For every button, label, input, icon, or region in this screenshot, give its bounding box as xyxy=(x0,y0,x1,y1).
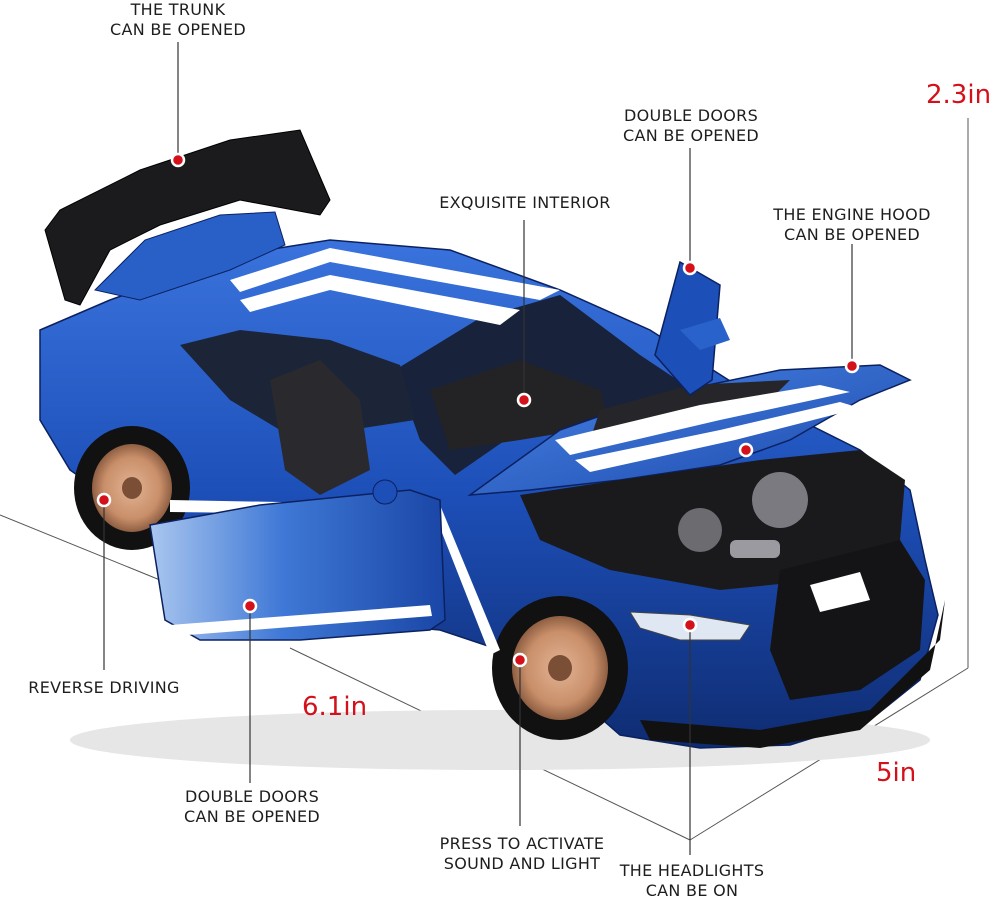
callout-trunk-line2: CAN BE OPENED xyxy=(110,20,246,39)
marker-dots xyxy=(96,152,860,668)
door-bottom-dot xyxy=(242,598,258,614)
nose-stripe xyxy=(810,572,870,612)
reverse-dot xyxy=(96,492,112,508)
dimension-width: 5in xyxy=(876,758,917,788)
rear-spoiler xyxy=(44,129,331,306)
trunk-lid xyxy=(94,211,286,301)
front-splitter xyxy=(640,600,945,748)
callout-reverse-line1: REVERSE DRIVING xyxy=(28,678,180,697)
front-grille xyxy=(770,540,925,700)
hood-stripes xyxy=(555,385,860,472)
dimension-length: 6.1in xyxy=(302,692,368,722)
callout-engine-hood: THE ENGINE HOOD CAN BE OPENED xyxy=(762,205,942,245)
callout-headlights-line1: THE HEADLIGHTS xyxy=(619,861,765,880)
dimension-height: 2.3in xyxy=(926,80,992,110)
sound-dot xyxy=(512,652,528,668)
roof-stripes xyxy=(230,248,560,325)
callout-double-doors-top: DOUBLE DOORS CAN BE OPENED xyxy=(612,106,770,146)
callout-trunk-line1: THE TRUNK xyxy=(130,0,226,19)
callout-double-doors-top-line1: DOUBLE DOORS xyxy=(623,106,759,125)
trunk-dot xyxy=(170,152,186,168)
front-wheel xyxy=(492,596,628,740)
headlight-dot xyxy=(682,617,698,633)
callout-headlights-line2: CAN BE ON xyxy=(645,881,739,899)
callout-double-doors-bottom-line1: DOUBLE DOORS xyxy=(184,787,320,806)
callout-reverse: REVERSE DRIVING xyxy=(16,678,192,698)
callout-headlights: THE HEADLIGHTS CAN BE ON xyxy=(608,861,776,899)
leader-lines xyxy=(103,42,853,855)
callout-double-doors-bottom-line2: CAN BE OPENED xyxy=(184,807,320,826)
callout-engine-hood-line2: CAN BE OPENED xyxy=(784,225,920,244)
door-left-stripe xyxy=(170,605,432,636)
callout-sound-light-line2: SOUND AND LIGHT xyxy=(443,854,601,873)
callout-double-doors-top-line2: CAN BE OPENED xyxy=(623,126,759,145)
callout-engine-hood-line1: THE ENGINE HOOD xyxy=(773,205,931,224)
callout-sound-light-line1: PRESS TO ACTIVATE xyxy=(439,834,605,853)
callout-trunk: THE TRUNK CAN BE OPENED xyxy=(100,0,256,40)
callout-sound-light: PRESS TO ACTIVATE SOUND AND LIGHT xyxy=(426,834,618,874)
callout-interior: EXQUISITE INTERIOR xyxy=(424,193,626,213)
engine-dot xyxy=(738,442,754,458)
hood-dot xyxy=(844,358,860,374)
rear-wheel xyxy=(74,426,190,550)
door-top-dot xyxy=(682,260,698,276)
interior-dot xyxy=(516,392,532,408)
mirror xyxy=(680,318,730,350)
callout-interior-line1: EXQUISITE INTERIOR xyxy=(439,193,611,212)
seat xyxy=(270,360,370,495)
callout-double-doors-bottom: DOUBLE DOORS CAN BE OPENED xyxy=(172,787,332,827)
